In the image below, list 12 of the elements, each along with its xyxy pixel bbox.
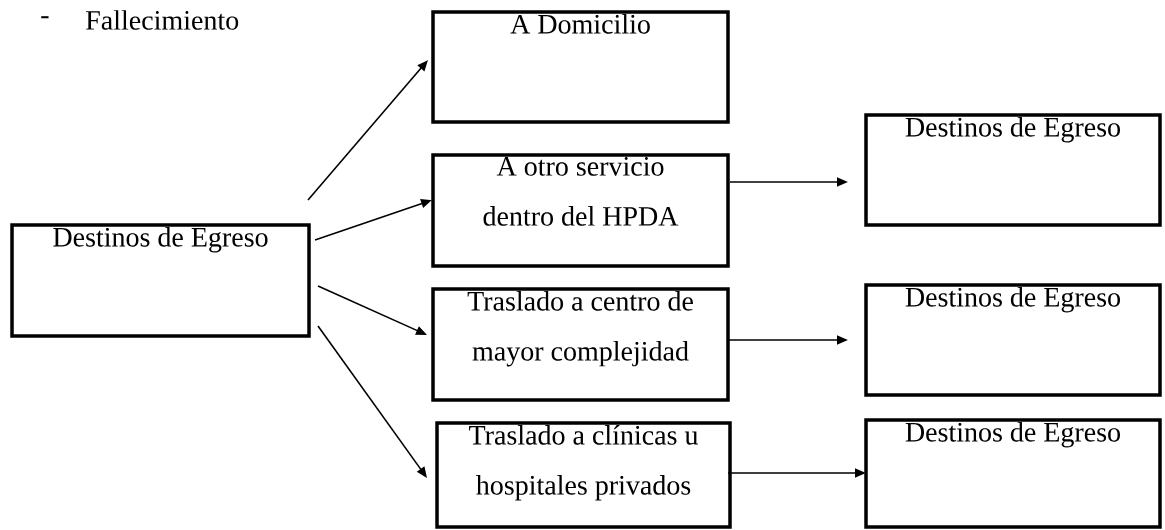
process-box: Traslado a centro de mayor complejidad: [431, 287, 730, 402]
process-box: A Domicilio: [431, 10, 730, 124]
process-box: Destinos de Egreso: [864, 283, 1162, 397]
list-dash: -: [41, 16, 49, 19]
list-item-text: Fallecimiento: [86, 10, 239, 30]
arrow: [317, 325, 427, 478]
process-box: A otro servicio dentro del HPDA: [431, 153, 730, 268]
process-box: Destinos de Egreso: [864, 418, 1162, 529]
process-box: Destinos de Egreso: [864, 113, 1162, 227]
arrow: [307, 60, 428, 201]
process-box: Traslado a clínicas u hospitales privados: [435, 421, 732, 529]
process-box: Destinos de Egreso: [10, 223, 311, 338]
